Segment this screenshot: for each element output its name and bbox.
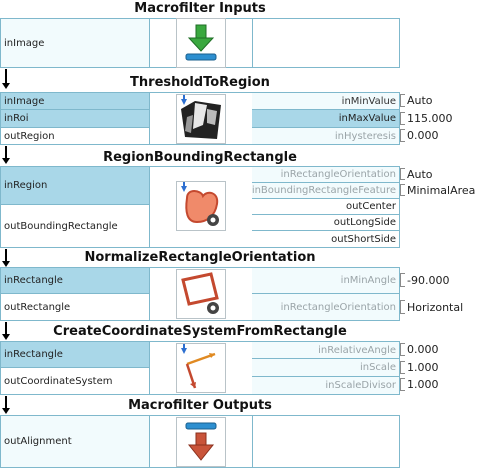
region-bounding-rectangle-title: RegionBoundingRectangle [103, 150, 297, 165]
macrofilter-outputs-title: Macrofilter Outputs [128, 398, 272, 413]
value-inrectangleorientation-2[interactable]: Horizontal [407, 301, 464, 314]
threshold-to-region-title: ThresholdToRegion [130, 75, 270, 90]
port-outcenter[interactable]: outCenter [252, 199, 399, 215]
threshold-image-icon [176, 94, 226, 144]
value-inminangle[interactable]: -90.000 [407, 274, 450, 287]
flow-arrow-5 [2, 396, 10, 416]
value-inminvalue[interactable]: Auto [407, 94, 433, 107]
create-coordinate-system-block[interactable]: inRectangle outCoordinateSystem inRelati… [0, 341, 400, 395]
coordinate-system-icon [176, 343, 226, 393]
port-inregion[interactable]: inRegion [1, 167, 149, 205]
green-down-arrow-icon [176, 18, 226, 68]
port-inminangle[interactable]: inMinAngle [252, 268, 399, 294]
port-inscale[interactable]: inScale [252, 359, 399, 377]
normalize-rectangle-orientation-block[interactable]: inRectangle outRectangle inMinAngle inRe… [0, 267, 400, 321]
macrofilter-outputs-block[interactable]: outAlignment [0, 415, 400, 468]
port-inrelativeangle[interactable]: inRelativeAngle [252, 342, 399, 359]
port-inhysteresis[interactable]: inHysteresis [252, 128, 399, 144]
create-coordinate-system-title: CreateCoordinateSystemFromRectangle [53, 324, 347, 339]
port-inmaxvalue[interactable]: inMaxValue [252, 110, 399, 128]
port-inboundingrectanglefeature[interactable]: inBoundingRectangleFeature [252, 183, 399, 199]
value-inscaledivisor[interactable]: 1.000 [407, 378, 439, 391]
output-port-outalignment[interactable]: outAlignment [1, 416, 149, 467]
port-inrectangleorientation[interactable]: inRectangleOrientation [252, 167, 399, 183]
value-inrectangleorientation[interactable]: Auto [407, 168, 433, 181]
port-inrectangle[interactable]: inRectangle [1, 268, 149, 294]
flow-arrow-4 [2, 322, 10, 342]
port-outlongside[interactable]: outLongSide [252, 215, 399, 231]
port-inroi[interactable]: inRoi [1, 110, 149, 128]
red-down-arrow-icon [176, 417, 226, 467]
region-bounding-rectangle-block[interactable]: inRegion outBoundingRectangle inRectangl… [0, 166, 400, 248]
value-inmaxvalue[interactable]: 115.000 [407, 112, 453, 125]
port-outrectangle[interactable]: outRectangle [1, 294, 149, 320]
flow-arrow-1 [2, 69, 10, 91]
port-inimage[interactable]: inImage [1, 93, 149, 110]
macrofilter-inputs-title: Macrofilter Inputs [134, 1, 266, 16]
port-outcoordinatesystem[interactable]: outCoordinateSystem [1, 368, 149, 394]
value-inrelativeangle[interactable]: 0.000 [407, 343, 439, 356]
macrofilter-inputs-block[interactable]: inImage [0, 18, 400, 68]
value-inhysteresis[interactable]: 0.000 [407, 129, 439, 142]
port-inscaledivisor[interactable]: inScaleDivisor [252, 377, 399, 394]
normalize-rectangle-orientation-title: NormalizeRectangleOrientation [84, 250, 316, 265]
value-inscale[interactable]: 1.000 [407, 361, 439, 374]
port-outregion[interactable]: outRegion [1, 128, 149, 144]
port-outboundingrectangle[interactable]: outBoundingRectangle [1, 205, 149, 247]
flow-arrow-3 [2, 249, 10, 269]
port-inrectangle-2[interactable]: inRectangle [1, 342, 149, 368]
flow-arrow-2 [2, 146, 10, 166]
port-outshortside[interactable]: outShortSide [252, 231, 399, 247]
bounding-rectangle-icon [176, 181, 226, 231]
normalize-rectangle-icon [176, 269, 226, 319]
port-inrectangleorientation-2[interactable]: inRectangleOrientation [252, 294, 399, 320]
port-inminvalue[interactable]: inMinValue [252, 93, 399, 110]
value-inboundingrectanglefeature[interactable]: MinimalArea [407, 184, 476, 197]
input-port-inimage[interactable]: inImage [1, 19, 149, 67]
threshold-to-region-block[interactable]: inImage inRoi outRegion inMinValue inMax… [0, 92, 400, 145]
